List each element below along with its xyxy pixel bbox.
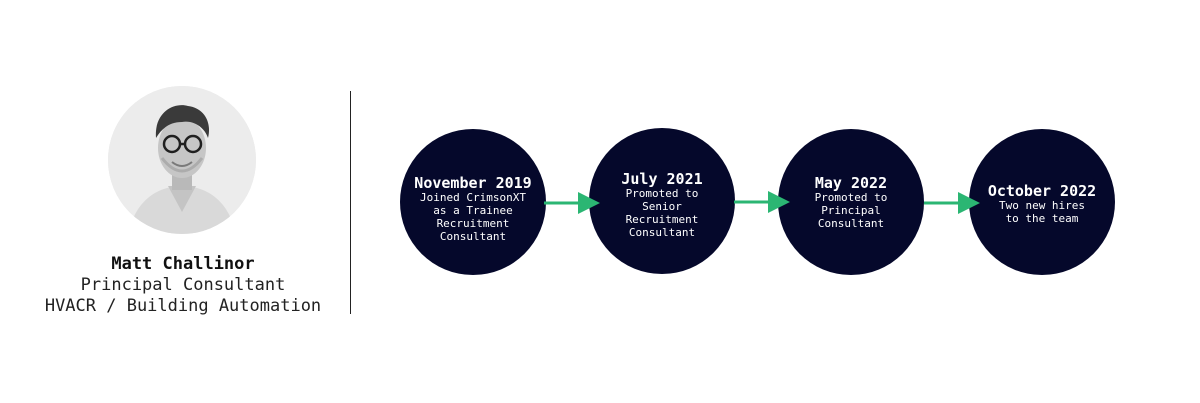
timeline-milestone-3: May 2022 Promoted to Principal Consultan… [778,129,924,275]
timeline-milestone-1: November 2019 Joined CrimsonXT as a Trai… [400,129,546,275]
profile-caption: Matt Challinor Principal Consultant HVAC… [10,254,356,317]
milestone-date: November 2019 [414,174,532,192]
arrow-right-icon [544,192,600,214]
profile-photo [108,86,256,234]
portrait-image [108,86,256,234]
milestone-description: Promoted to Senior Recruitment Consultan… [625,187,699,239]
milestone-description: Joined CrimsonXT as a Trainee Recruitmen… [420,191,526,243]
timeline-milestone-4: October 2022 Two new hires to the team [969,129,1115,275]
milestone-date: May 2022 [814,174,888,192]
milestone-description: Promoted to Principal Consultant [814,191,888,230]
profile-role: Principal Consultant [80,275,286,295]
arrow-right-icon [924,192,980,214]
arrow-right-icon [734,191,790,213]
milestone-date: October 2022 [987,182,1097,200]
milestone-date: July 2021 [621,170,703,188]
milestone-description: Two new hires to the team [998,199,1086,225]
timeline-milestone-2: July 2021 Promoted to Senior Recruitment… [589,128,735,274]
profile-specialty: HVACR / Building Automation [44,296,322,316]
vertical-divider [350,91,351,314]
profile-name: Matt Challinor [111,254,255,274]
